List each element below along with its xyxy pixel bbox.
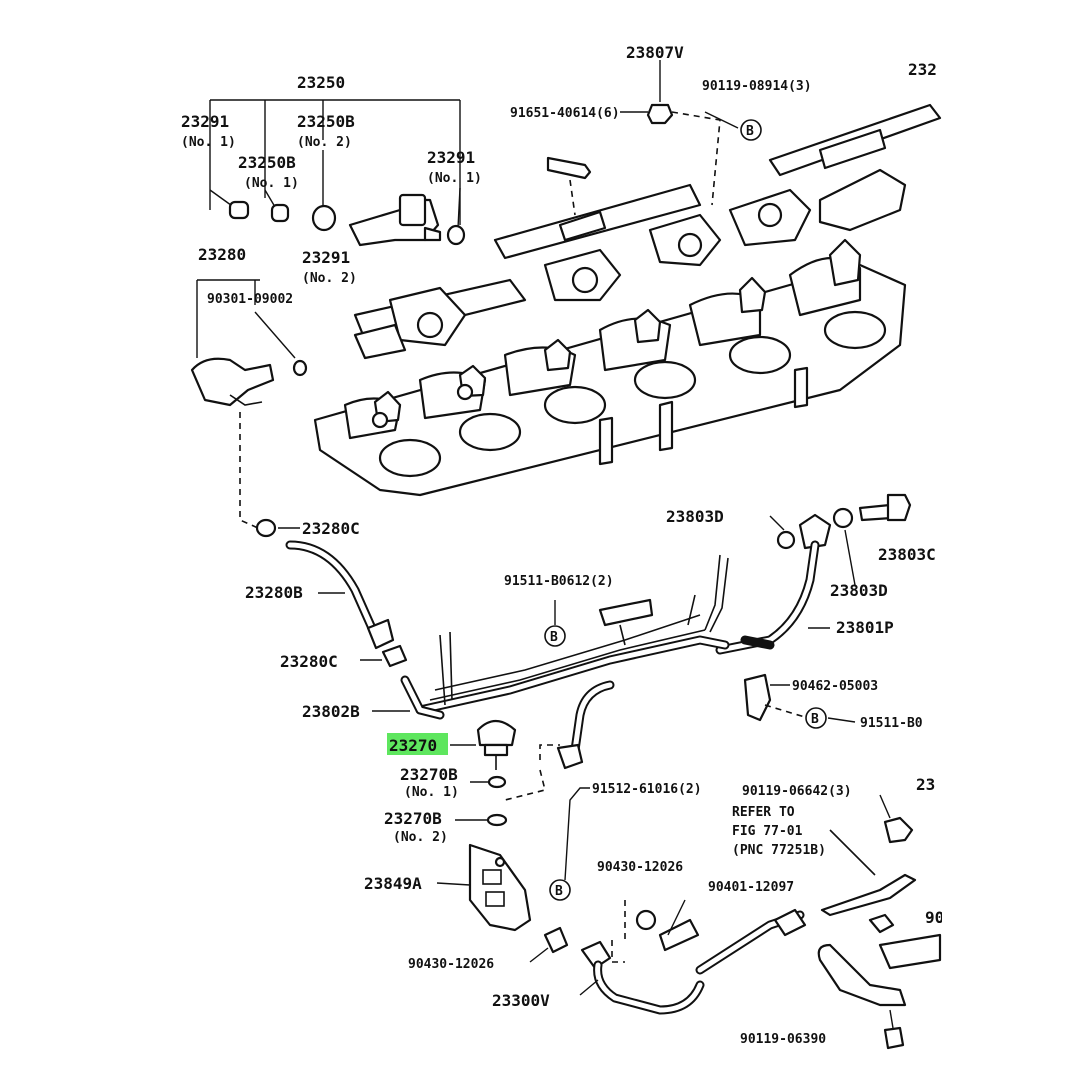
union-bolt xyxy=(769,493,912,586)
leader-lines xyxy=(278,527,830,881)
lower-hose xyxy=(579,899,807,1015)
b-marker-4: B xyxy=(555,884,563,899)
label-23291-b: 23291 xyxy=(427,148,475,167)
refer-line-3: (PNC 77251B) xyxy=(732,843,826,858)
rail-bolts xyxy=(546,60,739,216)
part-labels: 23807V 90119-08914(3) 232 23250 23291 (N… xyxy=(181,43,944,1047)
label-23250b-a-no: (No. 2) xyxy=(297,135,352,150)
label-23291-c: 23291 xyxy=(302,248,350,267)
label-23250: 23250 xyxy=(297,73,345,92)
label-90430-b: 90430-12026 xyxy=(408,957,494,972)
label-23270b-a: 23270B xyxy=(400,765,458,784)
right-margin xyxy=(942,0,1080,1080)
fuel-rail-upper xyxy=(353,103,942,360)
label-23291-a-no: (No. 1) xyxy=(181,135,236,150)
bracket xyxy=(436,843,569,963)
label-90-right: 90 xyxy=(925,908,944,927)
label-23270b-a-no: (No. 1) xyxy=(404,785,459,800)
label-23300v: 23300V xyxy=(492,991,550,1010)
label-23250b-b-no: (No. 1) xyxy=(244,176,299,191)
label-232-top: 232 xyxy=(908,60,937,79)
label-90462: 90462-05003 xyxy=(792,679,878,694)
label-23270b-b-no: (No. 2) xyxy=(393,830,448,845)
b-marker-3: B xyxy=(811,712,819,727)
label-90301: 90301-09002 xyxy=(207,292,293,307)
right-components xyxy=(743,673,942,1050)
label-91511-b0: 91511-B0 xyxy=(860,716,923,731)
label-23280: 23280 xyxy=(198,245,246,264)
pressure-regulator xyxy=(190,279,308,538)
intake-manifold xyxy=(313,238,907,497)
label-23280b: 23280B xyxy=(245,583,303,602)
label-23280c-b: 23280C xyxy=(280,652,338,671)
label-23802b: 23802B xyxy=(302,702,360,721)
highlight-23270 xyxy=(387,733,448,755)
label-23291-a: 23291 xyxy=(181,112,229,131)
pulsation-damper xyxy=(450,719,517,827)
label-23849a: 23849A xyxy=(364,874,422,893)
fuel-pipes xyxy=(285,513,832,801)
label-23291-b-no: (No. 1) xyxy=(427,171,482,186)
label-23270b-b: 23270B xyxy=(384,809,442,828)
label-90430-a: 90430-12026 xyxy=(597,860,683,875)
label-91511-b0612: 91511-B0612(2) xyxy=(504,574,614,589)
label-23803d-a: 23803D xyxy=(666,507,724,526)
label-23250b-b: 23250B xyxy=(238,153,296,172)
label-23807v: 23807V xyxy=(626,43,684,62)
label-23280c-a: 23280C xyxy=(302,519,360,538)
refer-line-1: REFER TO xyxy=(732,805,795,820)
label-23-right: 23 xyxy=(916,775,935,794)
label-23803c: 23803C xyxy=(878,545,936,564)
b-marker-1: B xyxy=(746,124,754,139)
label-23250b-a: 23250B xyxy=(297,112,355,131)
refer-line-2: FIG 77-01 xyxy=(732,824,803,839)
label-90119-06642: 90119-06642(3) xyxy=(742,784,852,799)
label-90119-08914: 90119-08914(3) xyxy=(702,79,812,94)
label-91651: 91651-40614(6) xyxy=(510,106,620,121)
injector-group xyxy=(209,99,466,247)
label-23803d-b: 23803D xyxy=(830,581,888,600)
b-marker-2: B xyxy=(550,630,558,645)
label-90401: 90401-12097 xyxy=(708,880,794,895)
label-23270: 23270 xyxy=(389,736,437,755)
b-markers: B B B B xyxy=(544,119,827,901)
label-91512: 91512-61016(2) xyxy=(592,782,702,797)
label-23801p: 23801P xyxy=(836,618,894,637)
label-23291-c-no: (No. 2) xyxy=(302,271,357,286)
label-90119-06390: 90119-06390 xyxy=(740,1032,826,1047)
